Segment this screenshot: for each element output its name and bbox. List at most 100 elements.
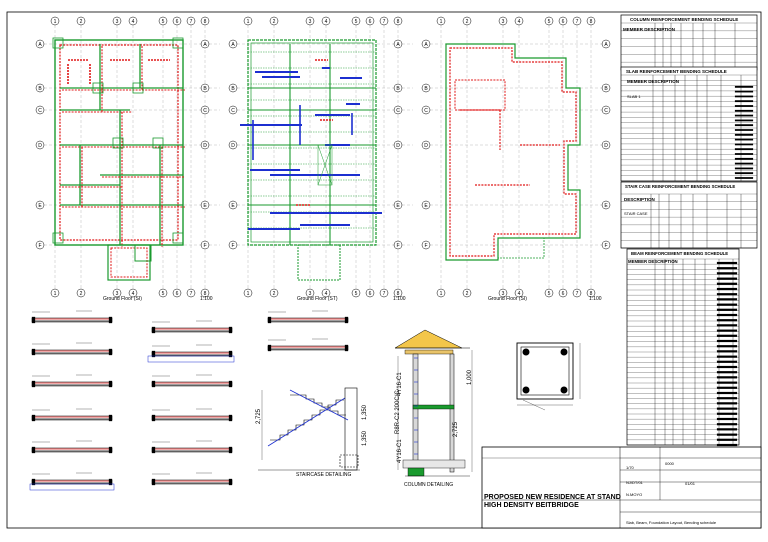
support	[31, 446, 36, 454]
support	[108, 446, 113, 454]
shape-code	[716, 329, 738, 332]
support	[151, 380, 156, 388]
grid-bubble-label: 8	[204, 291, 207, 297]
grid-col-bottom-6	[365, 288, 375, 298]
shape-code	[716, 417, 738, 421]
shape-code	[716, 324, 738, 327]
dim-label-1: 2,725	[256, 408, 262, 424]
shape-code	[716, 282, 738, 285]
grid-col-bottom-7	[379, 288, 389, 298]
shape-code	[734, 119, 754, 122]
grid-bubble-label: D	[424, 143, 428, 149]
grid-bubble-label: D	[203, 143, 207, 149]
support	[31, 414, 36, 422]
dim-label-2: 1,350	[362, 404, 368, 420]
grid-col-bottom-8	[393, 288, 403, 298]
grid-bubble-label: 7	[190, 291, 193, 297]
plan-3-members	[445, 43, 581, 261]
grid-bubble-label: F	[203, 243, 206, 249]
plan-1-members	[52, 37, 185, 281]
grid-bubble-label: C	[604, 108, 608, 114]
dim-label-3: 1,350	[362, 430, 368, 446]
grid-col-bottom-4	[321, 288, 331, 298]
main-bar	[522, 348, 530, 356]
tb-value-3: NJ/DT/01	[626, 480, 643, 485]
grid-bubble-label: C	[424, 108, 428, 114]
grid-bubble-label: A	[396, 42, 400, 48]
grid-bubble-label: 3	[502, 19, 505, 25]
stair-cross	[317, 144, 333, 186]
support	[151, 446, 156, 454]
column-section	[516, 342, 581, 411]
shape-code	[716, 433, 738, 436]
grid-bubble-label: 8	[590, 291, 593, 297]
main-bar	[522, 386, 530, 394]
grid-bubble-label: E	[38, 203, 42, 209]
tb-value-2: 1/70	[626, 465, 634, 470]
porch-beam	[297, 244, 341, 281]
support	[31, 478, 36, 486]
grid-bubble-label: D	[231, 143, 235, 149]
stair-schedule	[620, 181, 758, 249]
beam-col1-2	[31, 374, 113, 388]
support	[344, 344, 349, 352]
grid-bubble-label: E	[231, 203, 235, 209]
grid-bubble-label: 7	[383, 19, 386, 25]
grid-bubble-label: 2	[273, 19, 276, 25]
shape-code	[716, 350, 738, 353]
grid-bubble-label: E	[604, 203, 608, 209]
grid-bubble-label: 4	[518, 291, 521, 297]
grid-bubble-label: C	[396, 108, 400, 114]
support	[228, 380, 233, 388]
tb-value-4: 01/01	[685, 481, 696, 486]
support	[31, 348, 36, 356]
table-frame	[620, 181, 758, 249]
ring-beam	[404, 349, 454, 355]
shape-code	[716, 277, 738, 280]
grid-col-bottom-1	[436, 288, 446, 298]
grid-bubble-label: 2	[80, 291, 83, 297]
plan-scale-2: 1:100	[393, 296, 406, 302]
grid-col-bottom-4	[514, 288, 524, 298]
support	[31, 380, 36, 388]
column-box	[172, 232, 184, 244]
drawing-title: Slab, Beam, Foundation Layout, Bending s…	[626, 520, 717, 525]
tb-value-5: N.MOYO	[626, 492, 643, 497]
column-box	[112, 137, 124, 149]
column-schedule-title: COLUMN REINFORCEMENT BENDING SCHEDULE	[630, 17, 739, 22]
col-member-header: MEMBER DESCRIPTION	[623, 27, 676, 32]
footprint-red	[449, 47, 577, 257]
grid-bubble-label: 1	[440, 291, 443, 297]
shape-code	[716, 376, 738, 379]
grid-bubble-label: E	[396, 203, 400, 209]
shape-code	[716, 391, 738, 395]
grid-bubble-label: A	[424, 42, 428, 48]
shape-code	[716, 423, 738, 426]
support	[108, 380, 113, 388]
support	[108, 348, 113, 356]
grid-bubble-label: B	[604, 86, 608, 92]
column-box	[52, 37, 64, 49]
shape-code	[716, 272, 738, 275]
beam-col1-0	[31, 310, 113, 324]
shape-code	[734, 90, 754, 93]
grid-bubble-label: A	[203, 42, 207, 48]
porch	[497, 237, 545, 259]
grid-bubble-label: 8	[590, 19, 593, 25]
grid-bubble-label: 7	[576, 19, 579, 25]
grid-bubble-label: F	[231, 243, 234, 249]
shape-code	[734, 177, 754, 179]
beam-col3-1	[267, 338, 349, 352]
grid-col-bottom-6	[558, 288, 568, 298]
plan-title-2: Ground Floor (ST)	[297, 296, 338, 302]
shape-code	[716, 371, 738, 374]
beam-col2-5	[151, 472, 233, 486]
shape-code	[734, 143, 754, 146]
grid-bubble-label: 8	[397, 291, 400, 297]
shape-code	[716, 308, 738, 311]
beam-col1-3	[31, 408, 113, 422]
stair-schedule-title: STAIR CASE REINFORCEMENT BENDING SCHEDUL…	[625, 184, 736, 189]
